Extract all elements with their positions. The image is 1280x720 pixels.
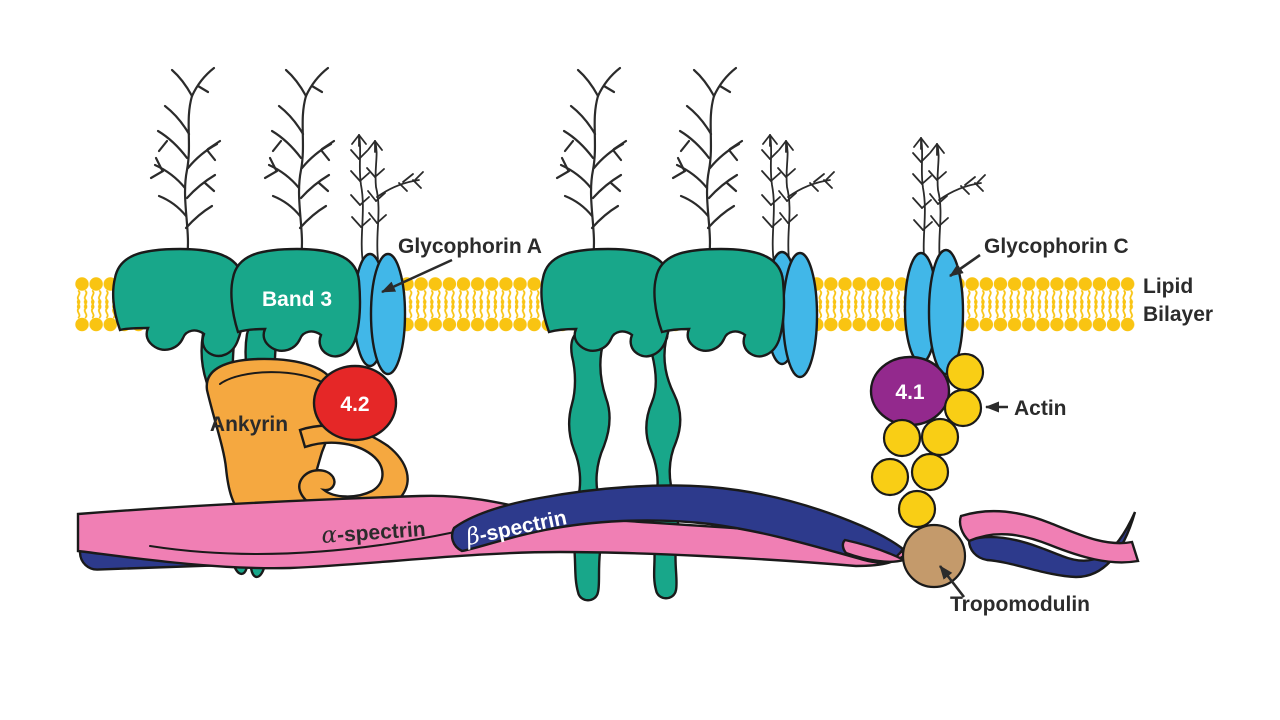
actin-monomer [920,417,960,457]
glycophorin-c-label: Glycophorin C [984,235,1129,258]
actin-monomer [945,352,985,392]
actin-monomer [897,489,937,529]
ankyrin-hook [298,424,409,517]
protein-4-2-label: 4.2 [340,393,369,416]
glycophorin-a [369,252,407,376]
glycan-tree [149,66,222,260]
tropomodulin-label: Tropomodulin [950,593,1090,616]
actin-label: Actin [1014,397,1067,420]
band3-lobe [653,247,786,358]
tropomodulin [901,523,967,589]
lipid-bilayer-label: Bilayer [1143,303,1213,326]
glycophorin-a-label: Glycophorin A [398,235,542,258]
ankyrin-inner-line [219,371,328,386]
glycophorin-a-arrow [381,258,453,294]
glycophorin-c [927,248,965,376]
band3-leg [645,329,682,600]
glycophorin-c-arrow [949,253,981,278]
band3-lobe [111,247,246,358]
actin-monomer [870,457,910,497]
alpha-spectrin-fold-line [149,531,456,556]
ankyrin-label: Ankyrin [210,413,288,436]
glycan-tree [263,66,336,260]
actin-monomer [882,418,922,458]
actin-monomer [910,452,950,492]
actin-monomer [943,388,983,428]
protein-4-2 [312,364,398,442]
glycan-tree [912,137,986,267]
alpha-spectrin-twist [841,538,908,563]
band3-lobe [230,247,362,358]
glycophorin-a [781,251,819,379]
band3-leg [568,328,611,602]
glycan-tree [761,134,835,264]
protein-4-1-label: 4.1 [895,381,925,404]
lipid-bilayer-label: Lipid [1143,275,1193,298]
glycan-tree [671,66,744,260]
alpha-spectrin-right [958,509,1140,564]
glycan-tree [555,66,628,260]
band3-label: Band 3 [262,288,332,311]
tropomodulin-arrow [938,565,966,598]
band3-lobe [540,247,673,358]
